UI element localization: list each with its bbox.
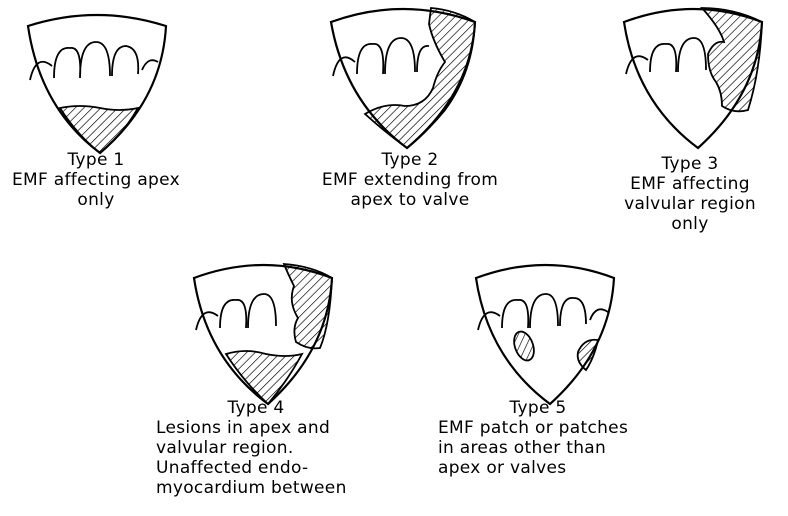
emf-lesion-apex [60,106,138,153]
papillary-muscles [333,38,429,76]
ventricle-outline [476,265,614,404]
type-2-line-1: EMF extending from [310,170,510,190]
type-2-line-2: apex to valve [310,190,510,210]
emf-lesion-valvular [702,8,762,111]
type-5-line-2: in areas other than [438,438,638,458]
emf-lesion-apex-to-valve [365,8,475,148]
type-4-line-4: myocardium between [156,478,356,498]
type-4-diagram [188,258,338,408]
type-4-title: Type 4 [156,398,356,418]
type-1-caption: Type 1 EMF affecting apex only [6,150,186,210]
emf-patch-septal [510,329,537,363]
papillary-muscles [196,294,276,330]
type-4-line-3: Unaffected endo- [156,458,356,478]
type-2-title: Type 2 [310,150,510,170]
type-4-caption: Type 4 Lesions in apex and valvular regi… [156,398,356,498]
type-1-line-1: EMF affecting apex [6,170,186,190]
type-2-diagram [325,2,480,152]
type-5-diagram [470,258,620,408]
type-3-line-2: valvular region [600,194,780,214]
type-3-caption: Type 3 EMF affecting valvular region onl… [600,154,780,234]
type-1-title: Type 1 [6,150,186,170]
type-1-diagram [22,8,172,158]
papillary-muscles [478,294,608,330]
type-5-line-1: EMF patch or patches [438,418,638,438]
type-5-title: Type 5 [438,398,638,418]
type-3-line-1: EMF affecting [600,174,780,194]
type-1-line-2: only [6,190,186,210]
type-4-line-2: valvular region. [156,438,356,458]
type-3-line-3: only [600,214,780,234]
emf-lesion-valvular [284,264,332,348]
type-2-caption: Type 2 EMF extending from apex to valve [310,150,510,210]
papillary-muscles [30,42,158,80]
type-4-line-1: Lesions in apex and [156,418,356,438]
type-5-caption: Type 5 EMF patch or patches in areas oth… [438,398,638,478]
papillary-muscles [626,38,706,74]
emf-patch-lateral [578,340,598,370]
emf-lesion-apex [226,351,302,404]
type-5-line-3: apex or valves [438,458,638,478]
type-3-title: Type 3 [600,154,780,174]
type-3-diagram [618,2,768,152]
